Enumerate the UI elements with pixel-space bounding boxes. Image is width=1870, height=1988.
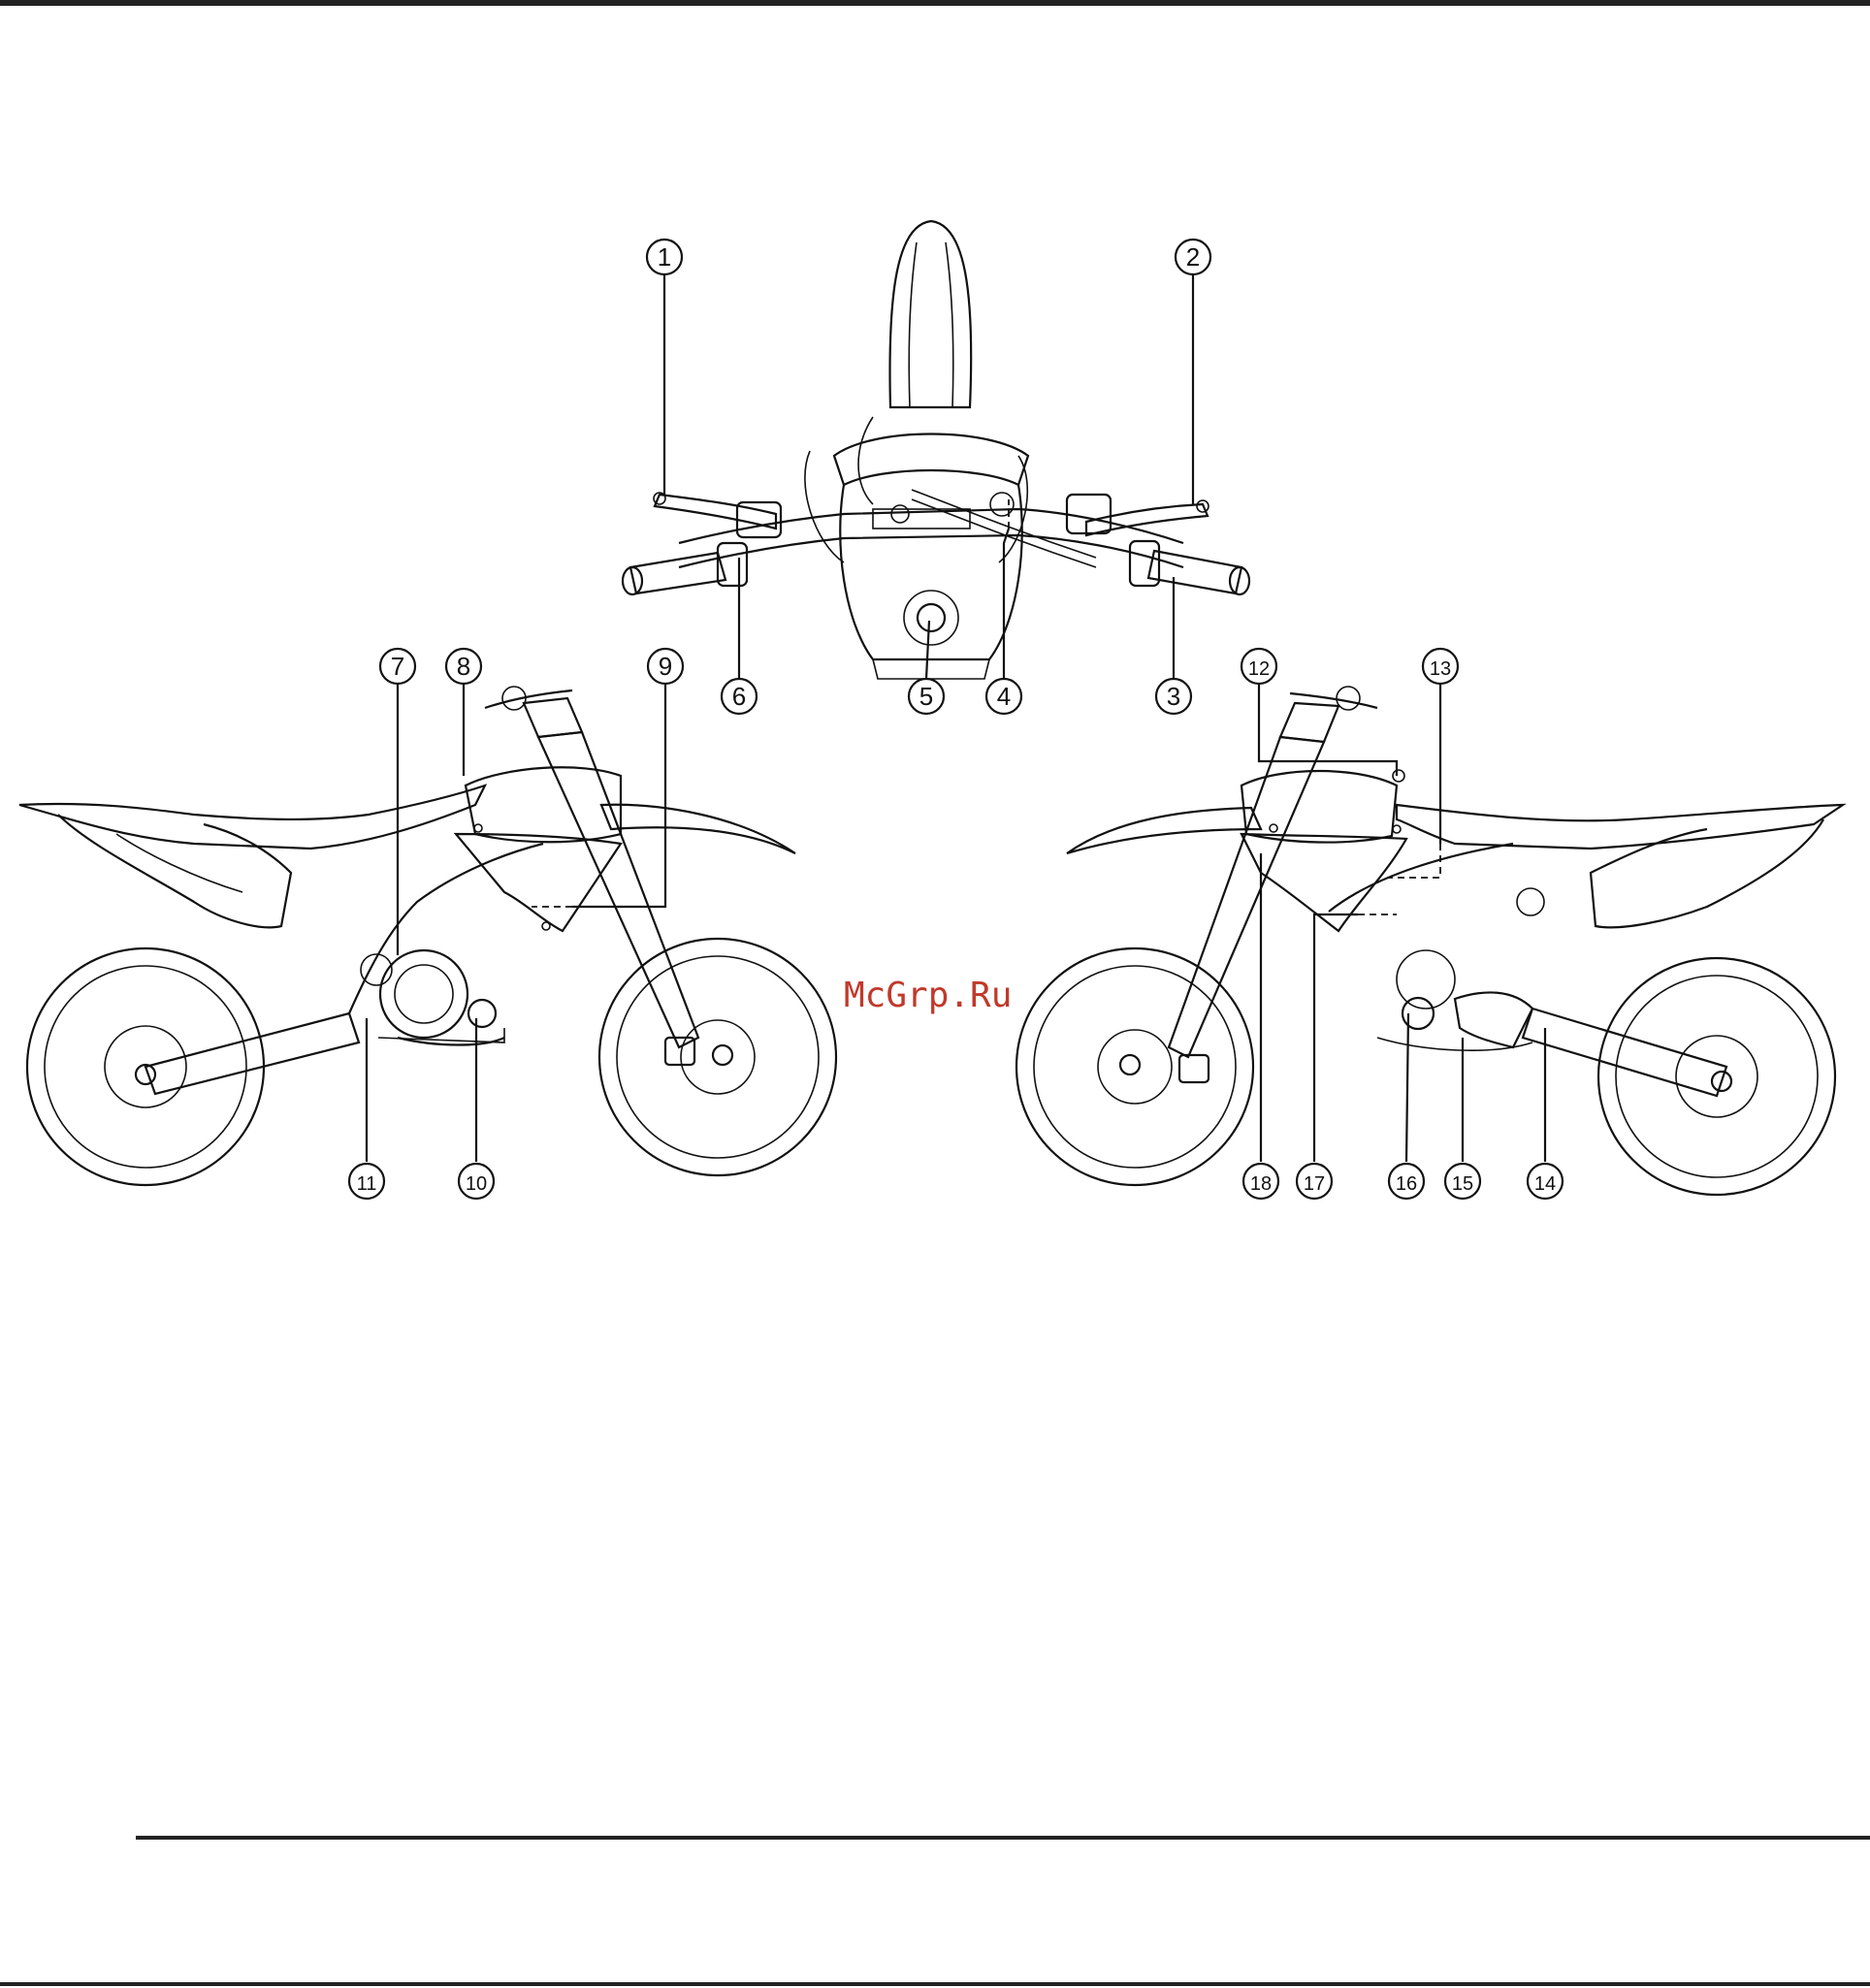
svg-text:18: 18 xyxy=(1250,1173,1272,1195)
svg-text:2: 2 xyxy=(1186,242,1200,272)
svg-text:17: 17 xyxy=(1304,1173,1325,1195)
callout-17: 17 xyxy=(1297,1164,1332,1199)
callout-6: 6 xyxy=(722,679,757,714)
callout-1: 1 xyxy=(647,240,682,274)
callout-11: 11 xyxy=(349,1164,384,1199)
left-side-view xyxy=(19,687,836,1185)
svg-text:16: 16 xyxy=(1396,1173,1417,1195)
svg-text:8: 8 xyxy=(457,652,470,681)
callout-12: 12 xyxy=(1241,649,1276,684)
svg-text:7: 7 xyxy=(391,652,404,681)
svg-text:10: 10 xyxy=(466,1173,487,1195)
svg-text:11: 11 xyxy=(357,1173,377,1195)
svg-text:5: 5 xyxy=(919,682,933,711)
callout-14: 14 xyxy=(1528,1164,1563,1199)
callout-16: 16 xyxy=(1389,1164,1424,1199)
watermark: McGrp.Ru xyxy=(844,976,1012,1015)
callout-2: 2 xyxy=(1176,240,1210,274)
callout-13: 13 xyxy=(1423,649,1458,684)
callout-18: 18 xyxy=(1243,1164,1278,1199)
callout-9: 9 xyxy=(648,649,683,684)
callout-7: 7 xyxy=(380,649,415,684)
callout-10: 10 xyxy=(459,1164,494,1199)
callout-3: 3 xyxy=(1156,679,1191,714)
svg-text:6: 6 xyxy=(732,682,746,711)
svg-text:9: 9 xyxy=(659,652,672,681)
svg-text:12: 12 xyxy=(1248,658,1270,680)
callout-8: 8 xyxy=(446,649,481,684)
svg-text:14: 14 xyxy=(1534,1173,1556,1195)
svg-text:3: 3 xyxy=(1167,682,1180,711)
right-side-view xyxy=(1016,687,1843,1195)
callout-5: 5 xyxy=(909,679,944,714)
svg-text:15: 15 xyxy=(1452,1173,1473,1195)
svg-text:1: 1 xyxy=(658,242,671,272)
callout-15: 15 xyxy=(1445,1164,1480,1199)
svg-text:4: 4 xyxy=(997,682,1011,711)
handlebar-top-view xyxy=(623,221,1249,679)
callout-4: 4 xyxy=(986,679,1021,714)
svg-text:13: 13 xyxy=(1430,658,1451,680)
